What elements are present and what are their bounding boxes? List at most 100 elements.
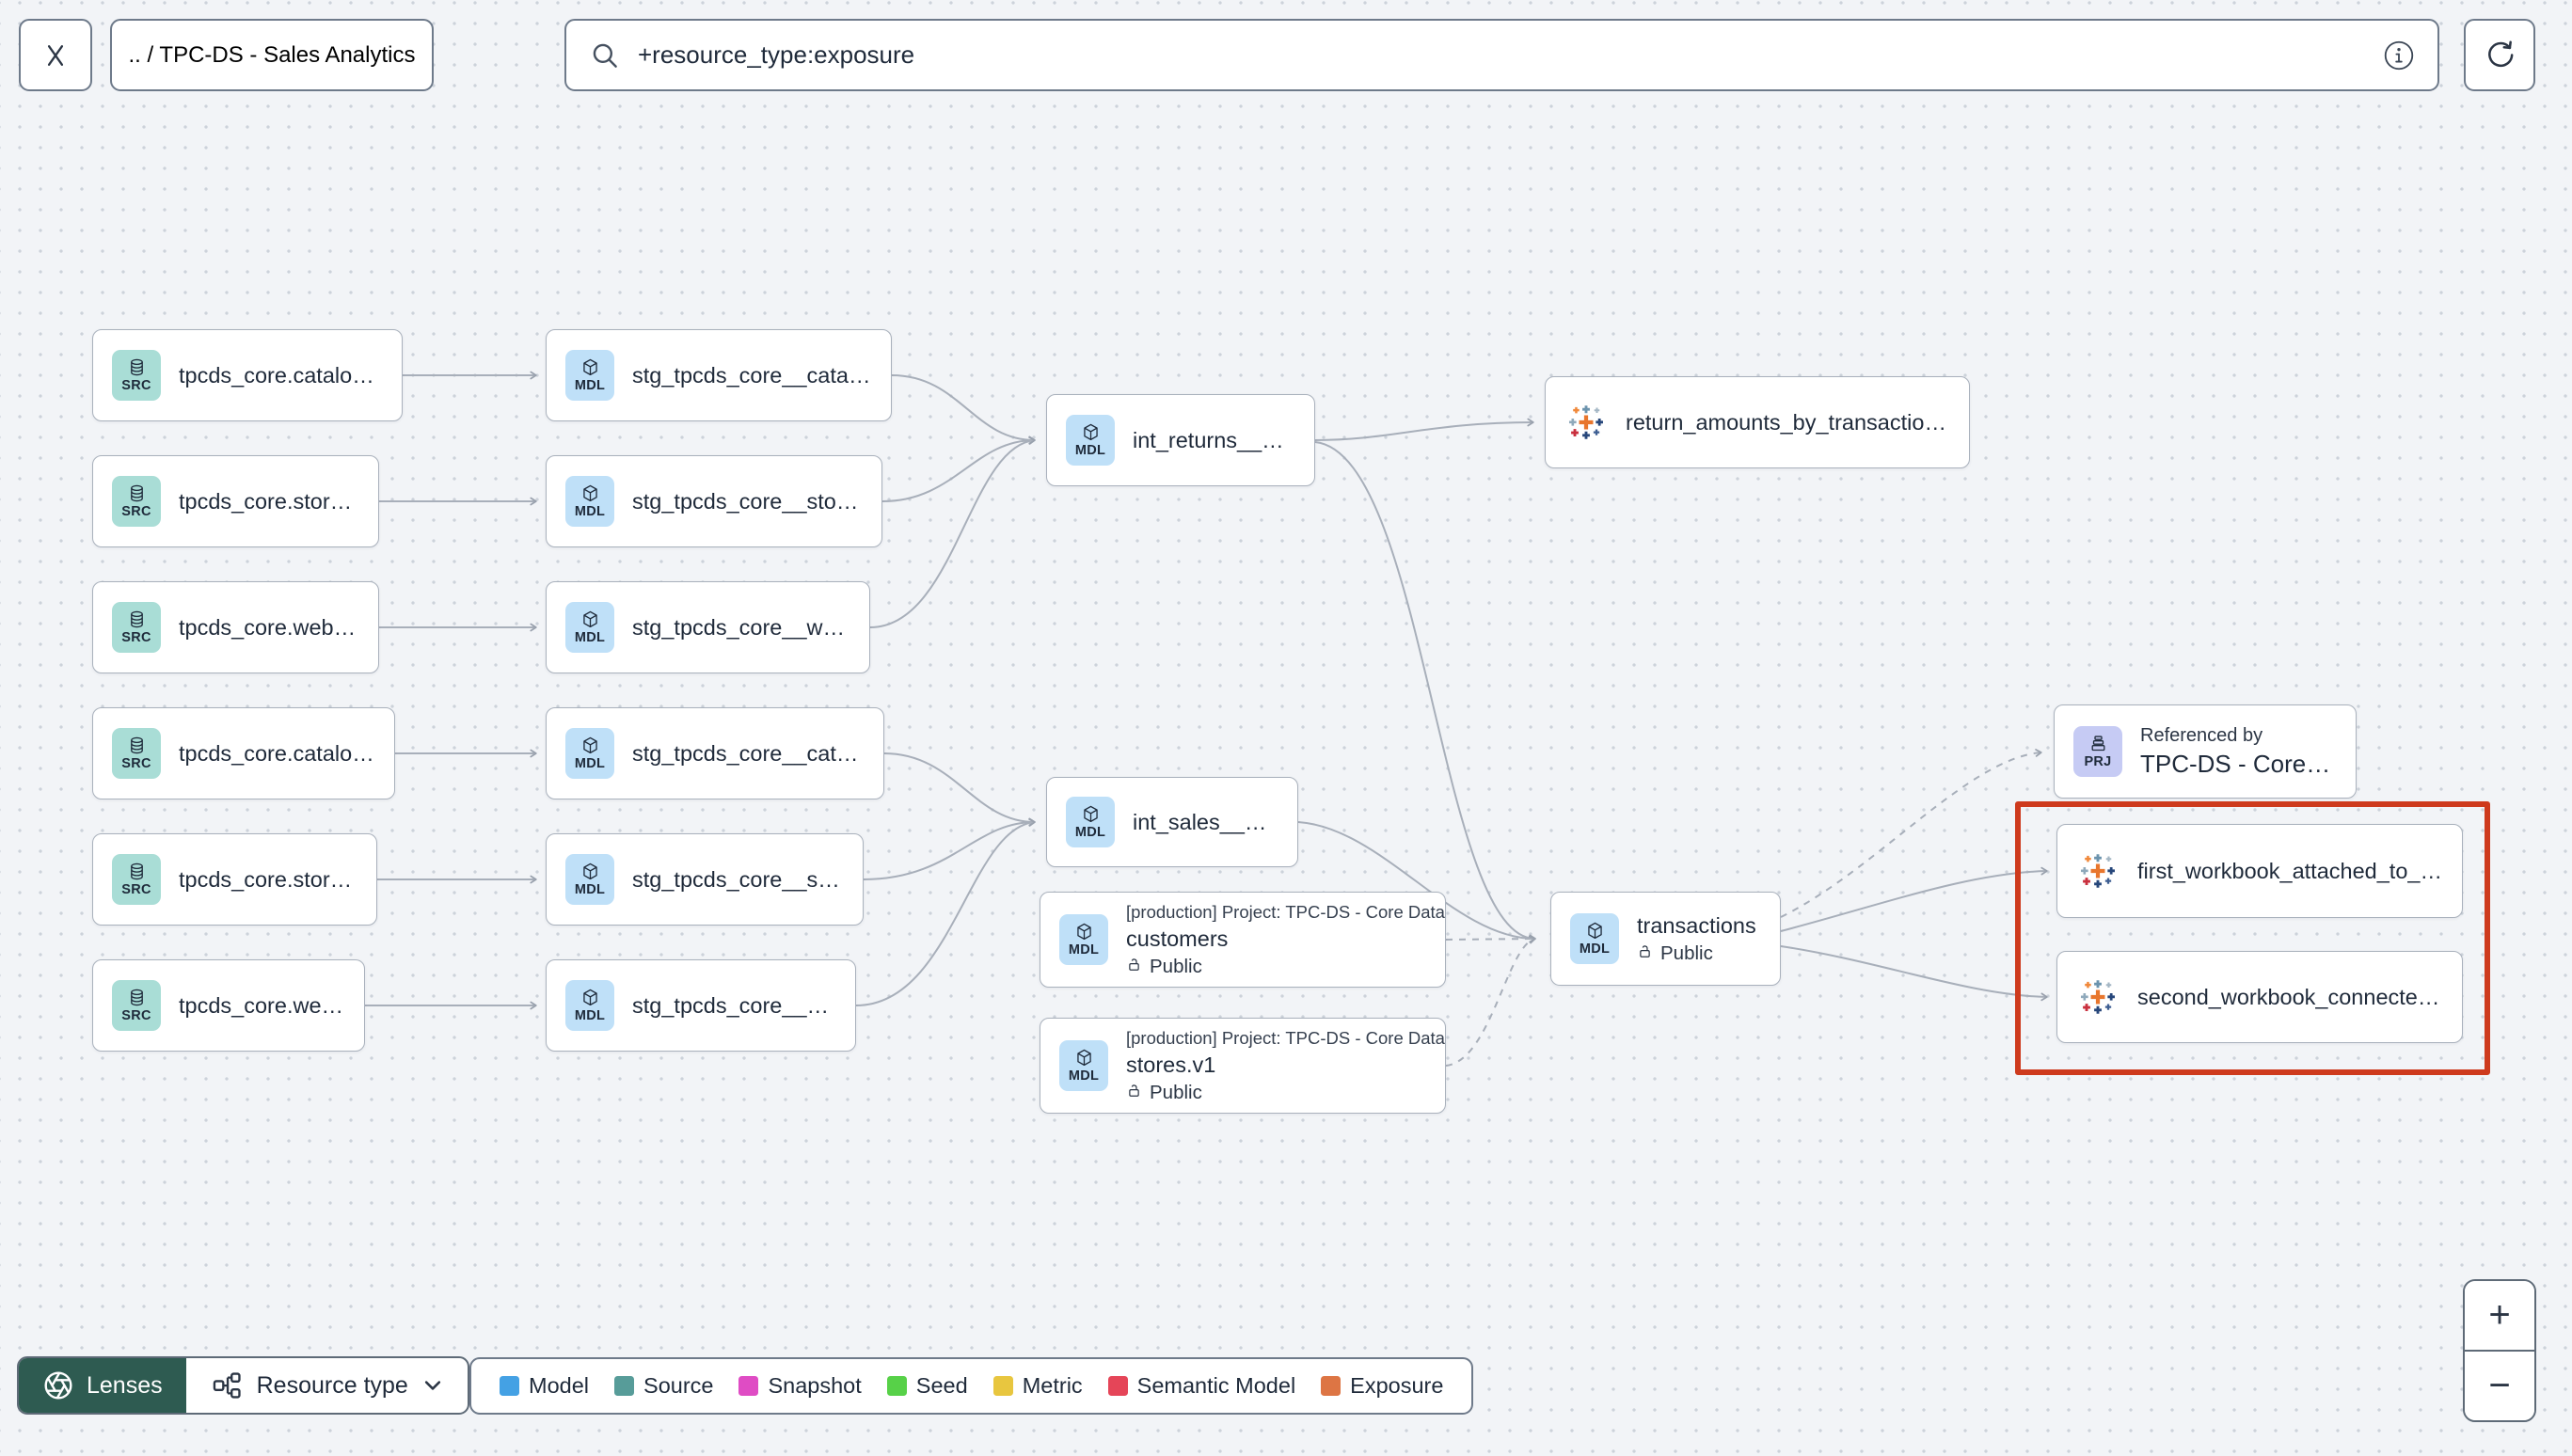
model-badge: MDL xyxy=(565,350,614,401)
cube-icon xyxy=(580,483,600,503)
edge-transactions--second-workbook xyxy=(1780,945,2048,1002)
badge-label: MDL xyxy=(1068,942,1100,957)
legend-swatch xyxy=(1321,1376,1342,1396)
tableau-icon xyxy=(1564,401,1608,444)
node-stores-v1[interactable]: MDL[production] Project: TPC-DS - Core D… xyxy=(1040,1018,1446,1114)
legend-item-snapshot: Snapshot xyxy=(738,1373,862,1399)
refresh-button[interactable] xyxy=(2464,19,2535,91)
node-text: tpcds_core.store_sales xyxy=(179,867,357,893)
legend-label: Snapshot xyxy=(768,1373,862,1398)
edge-int-returns-unioned--transactions xyxy=(1314,441,1536,943)
node-int-sales-unioned[interactable]: MDL int_sales__unioned xyxy=(1046,777,1298,867)
close-icon xyxy=(41,40,70,71)
chevron-down-icon xyxy=(422,1375,443,1396)
edge-stg-catalog-returns--int-returns-unioned xyxy=(891,374,1036,445)
breadcrumb-label: .. / TPC-DS - Sales Analytics xyxy=(128,41,416,68)
edge-stg-store-sales--int-sales-unioned xyxy=(863,817,1036,880)
source-badge: SRC xyxy=(112,728,161,779)
edge-stores-v1--transactions xyxy=(1445,935,1536,1067)
edge-transactions--first-workbook xyxy=(1780,866,2048,932)
badge-label: SRC xyxy=(121,882,151,897)
zoom-in-button[interactable]: + xyxy=(2465,1281,2534,1350)
node-label: stg_tpcds_core__catalog_returns xyxy=(632,362,872,388)
badge-label: SRC xyxy=(121,504,151,519)
legend-item-exposure: Exposure xyxy=(1321,1373,1443,1399)
legend-label: Semantic Model xyxy=(1136,1373,1296,1398)
node-text: tpcds_core.web_sales xyxy=(179,993,345,1019)
edge-customers--transactions xyxy=(1445,934,1536,943)
cube-icon xyxy=(1081,422,1101,442)
node-label: int_sales__unioned xyxy=(1133,809,1278,834)
source-badge: SRC xyxy=(112,602,161,653)
node-src-web-sales[interactable]: SRC tpcds_core.web_sales xyxy=(92,959,365,1052)
edge-stg-web-returns--int-returns-unioned xyxy=(869,436,1036,628)
node-label: stg_tpcds_core__catalog_sales xyxy=(632,740,865,766)
node-label: return_amounts_by_transaction_type xyxy=(1626,409,1950,435)
info-icon[interactable] xyxy=(2383,40,2415,71)
node-first-workbook[interactable]: first_workbook_attached_to_tpc-ds_-_... xyxy=(2056,824,2463,918)
resource-type-dropdown[interactable]: Resource type xyxy=(186,1358,468,1413)
model-badge: MDL xyxy=(1059,1040,1108,1091)
zoom-out-button[interactable]: − xyxy=(2465,1350,2534,1420)
legend-swatch xyxy=(1107,1376,1128,1396)
lock-open-icon xyxy=(1637,942,1653,965)
legend-item-metric: Metric xyxy=(992,1373,1083,1399)
node-label: stg_tpcds_core__web_sales xyxy=(632,992,836,1018)
badge-label: MDL xyxy=(574,630,606,645)
legend-item-semantic-model: Semantic Model xyxy=(1107,1373,1296,1399)
lenses-label: Lenses xyxy=(87,1371,163,1399)
legend-label: Exposure xyxy=(1350,1373,1444,1398)
legend-label: Metric xyxy=(1022,1373,1083,1398)
node-src-store-sales[interactable]: SRC tpcds_core.store_sales xyxy=(92,833,377,926)
model-badge: MDL xyxy=(1066,797,1115,847)
search-input[interactable] xyxy=(636,40,2368,71)
visibility-label: Public xyxy=(1660,942,1713,964)
legend-label: Source xyxy=(643,1373,714,1398)
aperture-icon xyxy=(42,1369,74,1401)
node-label: tpcds_core.catalog_sales xyxy=(179,740,375,766)
database-icon xyxy=(127,357,147,377)
node-stg-catalog-returns[interactable]: MDL stg_tpcds_core__catalog_returns xyxy=(546,329,892,421)
lenses-button[interactable]: Lenses xyxy=(19,1358,186,1413)
cube-icon xyxy=(1585,921,1605,941)
node-customers[interactable]: MDL[production] Project: TPC-DS - Core D… xyxy=(1040,892,1446,988)
node-return-amounts-by-transaction-type[interactable]: return_amounts_by_transaction_type xyxy=(1545,376,1970,468)
model-badge: MDL xyxy=(565,602,614,653)
search-icon xyxy=(589,40,621,71)
node-second-workbook[interactable]: second_workbook_connected_to_live... xyxy=(2056,951,2463,1043)
node-label: int_returns__unioned xyxy=(1133,427,1295,452)
breadcrumb[interactable]: .. / TPC-DS - Sales Analytics xyxy=(110,19,434,91)
cube-icon xyxy=(1074,922,1094,942)
badge-label: MDL xyxy=(1068,1068,1100,1084)
edge-stg-catalog-sales--int-sales-unioned xyxy=(883,752,1036,827)
referenced-by-label: Referenced by xyxy=(2140,724,2263,746)
legend-swatch xyxy=(500,1376,519,1396)
legend-label: Seed xyxy=(915,1373,968,1398)
node-src-catalog-sales[interactable]: SRC tpcds_core.catalog_sales xyxy=(92,707,395,799)
node-label: stg_tpcds_core__store_sales xyxy=(632,866,844,892)
node-label: tpcds_core.store_sales xyxy=(179,866,357,892)
badge-label: PRJ xyxy=(2084,754,2112,769)
legend-item-model: Model xyxy=(500,1373,589,1399)
node-text: tpcds_core.catalog_sales xyxy=(179,741,375,767)
node-text: int_sales__unioned xyxy=(1133,810,1278,835)
node-visibility: Public xyxy=(1126,956,1426,978)
source-badge: SRC xyxy=(112,854,161,905)
node-visibility: Public xyxy=(1126,1082,1426,1104)
node-label: customers xyxy=(1126,926,1229,951)
cube-icon xyxy=(580,357,600,377)
close-button[interactable] xyxy=(19,19,92,91)
badge-label: SRC xyxy=(121,1008,151,1023)
